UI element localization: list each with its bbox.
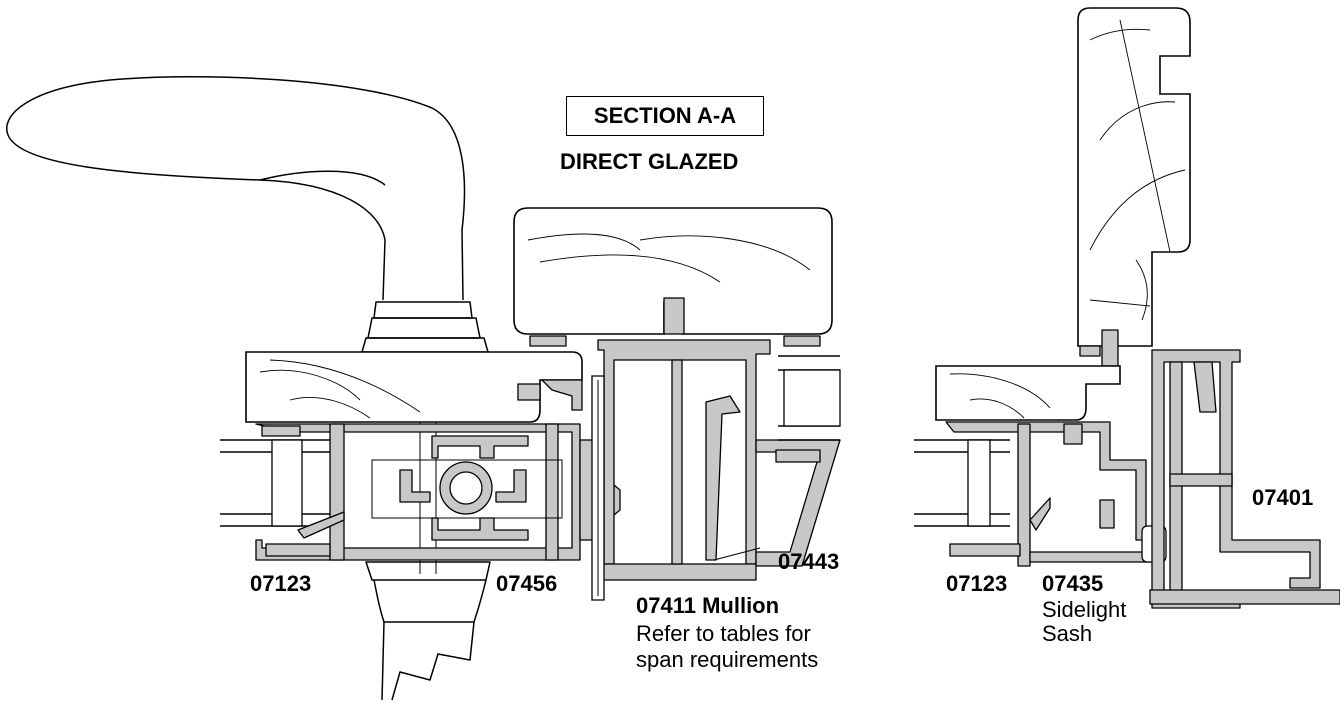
label-mullion-clip: 07443 — [778, 549, 840, 574]
label-left-sash: 07456 — [496, 571, 558, 596]
section-title-box: SECTION A-A — [566, 96, 764, 136]
label-mullion-code: 07411 Mullion — [636, 593, 780, 618]
lever-stem-bottom — [365, 561, 491, 701]
label-mullion-note-2: span requirements — [636, 647, 819, 672]
label-mullion-note-1: Refer to tables for — [636, 621, 811, 646]
label-sidelight-code: 07435 — [1042, 571, 1104, 596]
left-sash-section — [220, 351, 621, 561]
subtitle-direct-glazed: DIRECT GLAZED — [560, 149, 739, 174]
label-sidelight-line-1: Sidelight — [1042, 597, 1127, 622]
label-right-frame: 07401 — [1252, 485, 1314, 510]
sidelight-section — [914, 7, 1340, 609]
mullion-section — [513, 207, 841, 601]
section-title: SECTION A-A — [593, 103, 737, 128]
label-left-outer-frame: 07123 — [250, 571, 312, 596]
label-right-outer-frame: 07123 — [946, 571, 1008, 596]
label-sidelight-line-2: Sash — [1042, 621, 1093, 646]
